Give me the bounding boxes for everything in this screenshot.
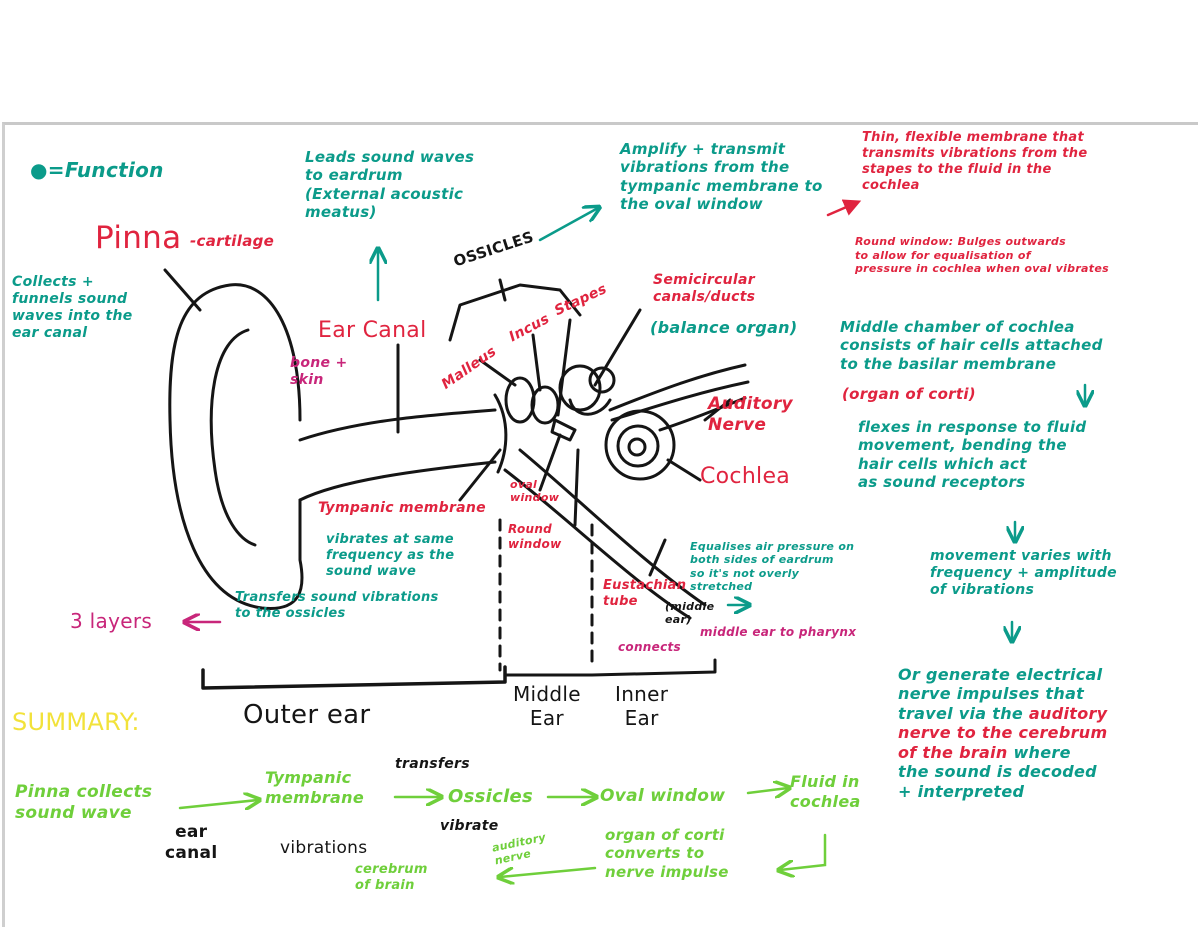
- middle-inner-bracket: [503, 658, 717, 677]
- eustachian-connects: middle ear to pharynx: [700, 625, 857, 639]
- incus-pointer: [531, 333, 542, 392]
- summary-fluid: Fluid in cochlea: [790, 772, 861, 811]
- cochlea-outer: [604, 409, 676, 481]
- summary-arrow-4: [746, 788, 788, 793]
- oval-window-pointer: [538, 433, 562, 492]
- tympanic-label: Tympanic membrane: [318, 500, 486, 516]
- semicircular-canal-3: [568, 398, 612, 416]
- auditory-nerve-3: [658, 396, 747, 432]
- auditory-nerve-pointer: [703, 398, 732, 422]
- corti-function: flexes in response to fluid movement, be…: [858, 418, 1087, 491]
- outer-ear-label: Outer ear: [243, 700, 371, 730]
- summary-ossicles: Ossicles: [448, 786, 534, 807]
- cochlea-inner: [627, 437, 647, 457]
- legend-text: =Function: [47, 158, 164, 183]
- round-window-label: Round window: [508, 522, 562, 551]
- movement-note: movement varies with frequency + amplitu…: [930, 548, 1117, 599]
- connects-label: connects: [618, 640, 681, 654]
- impulse-text-a: Or generate electrical nerve impulses th…: [898, 664, 1103, 723]
- three-layers-label: 3 layers: [70, 609, 153, 633]
- cochlea-label: Cochlea: [700, 464, 791, 489]
- auditory-nerve-2: [610, 380, 750, 422]
- oval-window-description: Thin, flexible membrane that transmits v…: [862, 130, 1088, 193]
- balance-label: (balance organ): [650, 318, 798, 337]
- summary-cerebrum: cerebrum of brain: [355, 862, 428, 893]
- pinna-function: Collects + funnels sound waves into the …: [12, 274, 133, 342]
- eustachian-function: Equalises air pressure on both sides of …: [690, 540, 855, 594]
- stapes-shape: [550, 418, 577, 442]
- summary-pinna: Pinna collects sound wave: [15, 782, 153, 823]
- ossicles-bracket-tick: [498, 278, 507, 302]
- summary-arrow-1: [178, 800, 258, 808]
- middle-ear-label: Middle Ear: [513, 682, 581, 731]
- ear-canal-function: Leads sound waves to eardrum (External a…: [305, 148, 475, 221]
- summary-vibrate: vibrate: [440, 818, 499, 834]
- eustachian-label: Eustachian tube: [603, 578, 687, 609]
- legend-marker: ●: [30, 158, 48, 183]
- ossicles-function: Amplify + transmit vibrations from the t…: [620, 140, 823, 213]
- inner-ear-label: Inner Ear: [615, 682, 669, 731]
- impulse-text-c: where the sound is decoded + interpreted: [898, 742, 1097, 801]
- ossicles-bracket: [448, 283, 582, 342]
- pinna-outline: [168, 283, 304, 610]
- semicircular-canal-2: [588, 366, 616, 394]
- ossicle-fn-arrow: [538, 208, 598, 242]
- summary-oval-window: Oval window: [600, 786, 726, 806]
- eustachian-pointer: [648, 538, 667, 577]
- round-window-text: Bulges outwards to allow for equalisatio…: [855, 235, 1109, 276]
- round-window-description: Round window: Bulges outwards to allow f…: [855, 222, 1109, 276]
- oval-window-label: oval window: [510, 478, 560, 505]
- malleus-shape: [504, 376, 536, 424]
- pinna-label: Pinna: [95, 220, 182, 256]
- round-window-pointer: [573, 448, 580, 527]
- eustachian-note: (middle ear): [665, 600, 715, 627]
- summary-arrow-5: [780, 833, 827, 870]
- legend: ●=Function: [30, 134, 164, 183]
- impulse-text-b: auditory nerve to the cerebrum of the br…: [898, 703, 1108, 762]
- organ-of-corti: (organ of corti): [842, 385, 976, 403]
- paper-sheet: [2, 122, 1198, 927]
- cochlea-pointer: [666, 458, 702, 482]
- ear-canal-lower: [298, 460, 497, 502]
- auditory-nerve-1: [608, 363, 747, 412]
- summary-tympanic: Tympanic membrane: [265, 768, 364, 807]
- ear-canal-label: Ear Canal: [318, 318, 427, 343]
- pinna-pointer: [163, 268, 202, 312]
- tympanic-function: vibrates at same frequency as the sound …: [326, 532, 455, 579]
- summary-transfers: transfers: [395, 756, 470, 772]
- pinna-inner-fold: [209, 328, 257, 547]
- eustachian-tube-lower: [503, 468, 692, 620]
- summary-ear-canal: ear canal: [165, 822, 218, 863]
- summary-title: SUMMARY:: [12, 708, 140, 736]
- ear-canal-note: bone + skin: [290, 355, 348, 389]
- stapes-pointer: [556, 318, 572, 417]
- ear-canal-upper: [298, 408, 497, 442]
- round-window-title: Round window:: [855, 235, 954, 249]
- oval-window-arrow: [826, 199, 862, 217]
- summary-vibrations: vibrations: [280, 838, 368, 858]
- pinna-note: -cartilage: [190, 232, 275, 250]
- cochlea-function: Middle chamber of cochlea consists of ha…: [840, 318, 1103, 373]
- auditory-nerve-label: Auditory Nerve: [708, 394, 793, 435]
- impulse-note: Or generate electrical nerve impulses th…: [898, 645, 1107, 801]
- tympanic-function-2: Transfers sound vibrations to the ossicl…: [235, 590, 439, 621]
- eustachian-tube-upper: [518, 448, 707, 607]
- outer-ear-bracket: [201, 665, 507, 690]
- summary-corti: organ of corti converts to nerve impulse: [605, 826, 729, 881]
- cochlea-mid: [616, 424, 660, 468]
- tympanic-pointer: [458, 448, 502, 502]
- eardrum: [493, 393, 508, 474]
- incus-shape: [530, 385, 560, 425]
- semicircular-pointer: [593, 308, 642, 387]
- malleus-pointer: [478, 358, 517, 387]
- summary-arrow-6: [500, 866, 597, 877]
- semicircular-label: Semicircular canals/ducts: [653, 272, 756, 306]
